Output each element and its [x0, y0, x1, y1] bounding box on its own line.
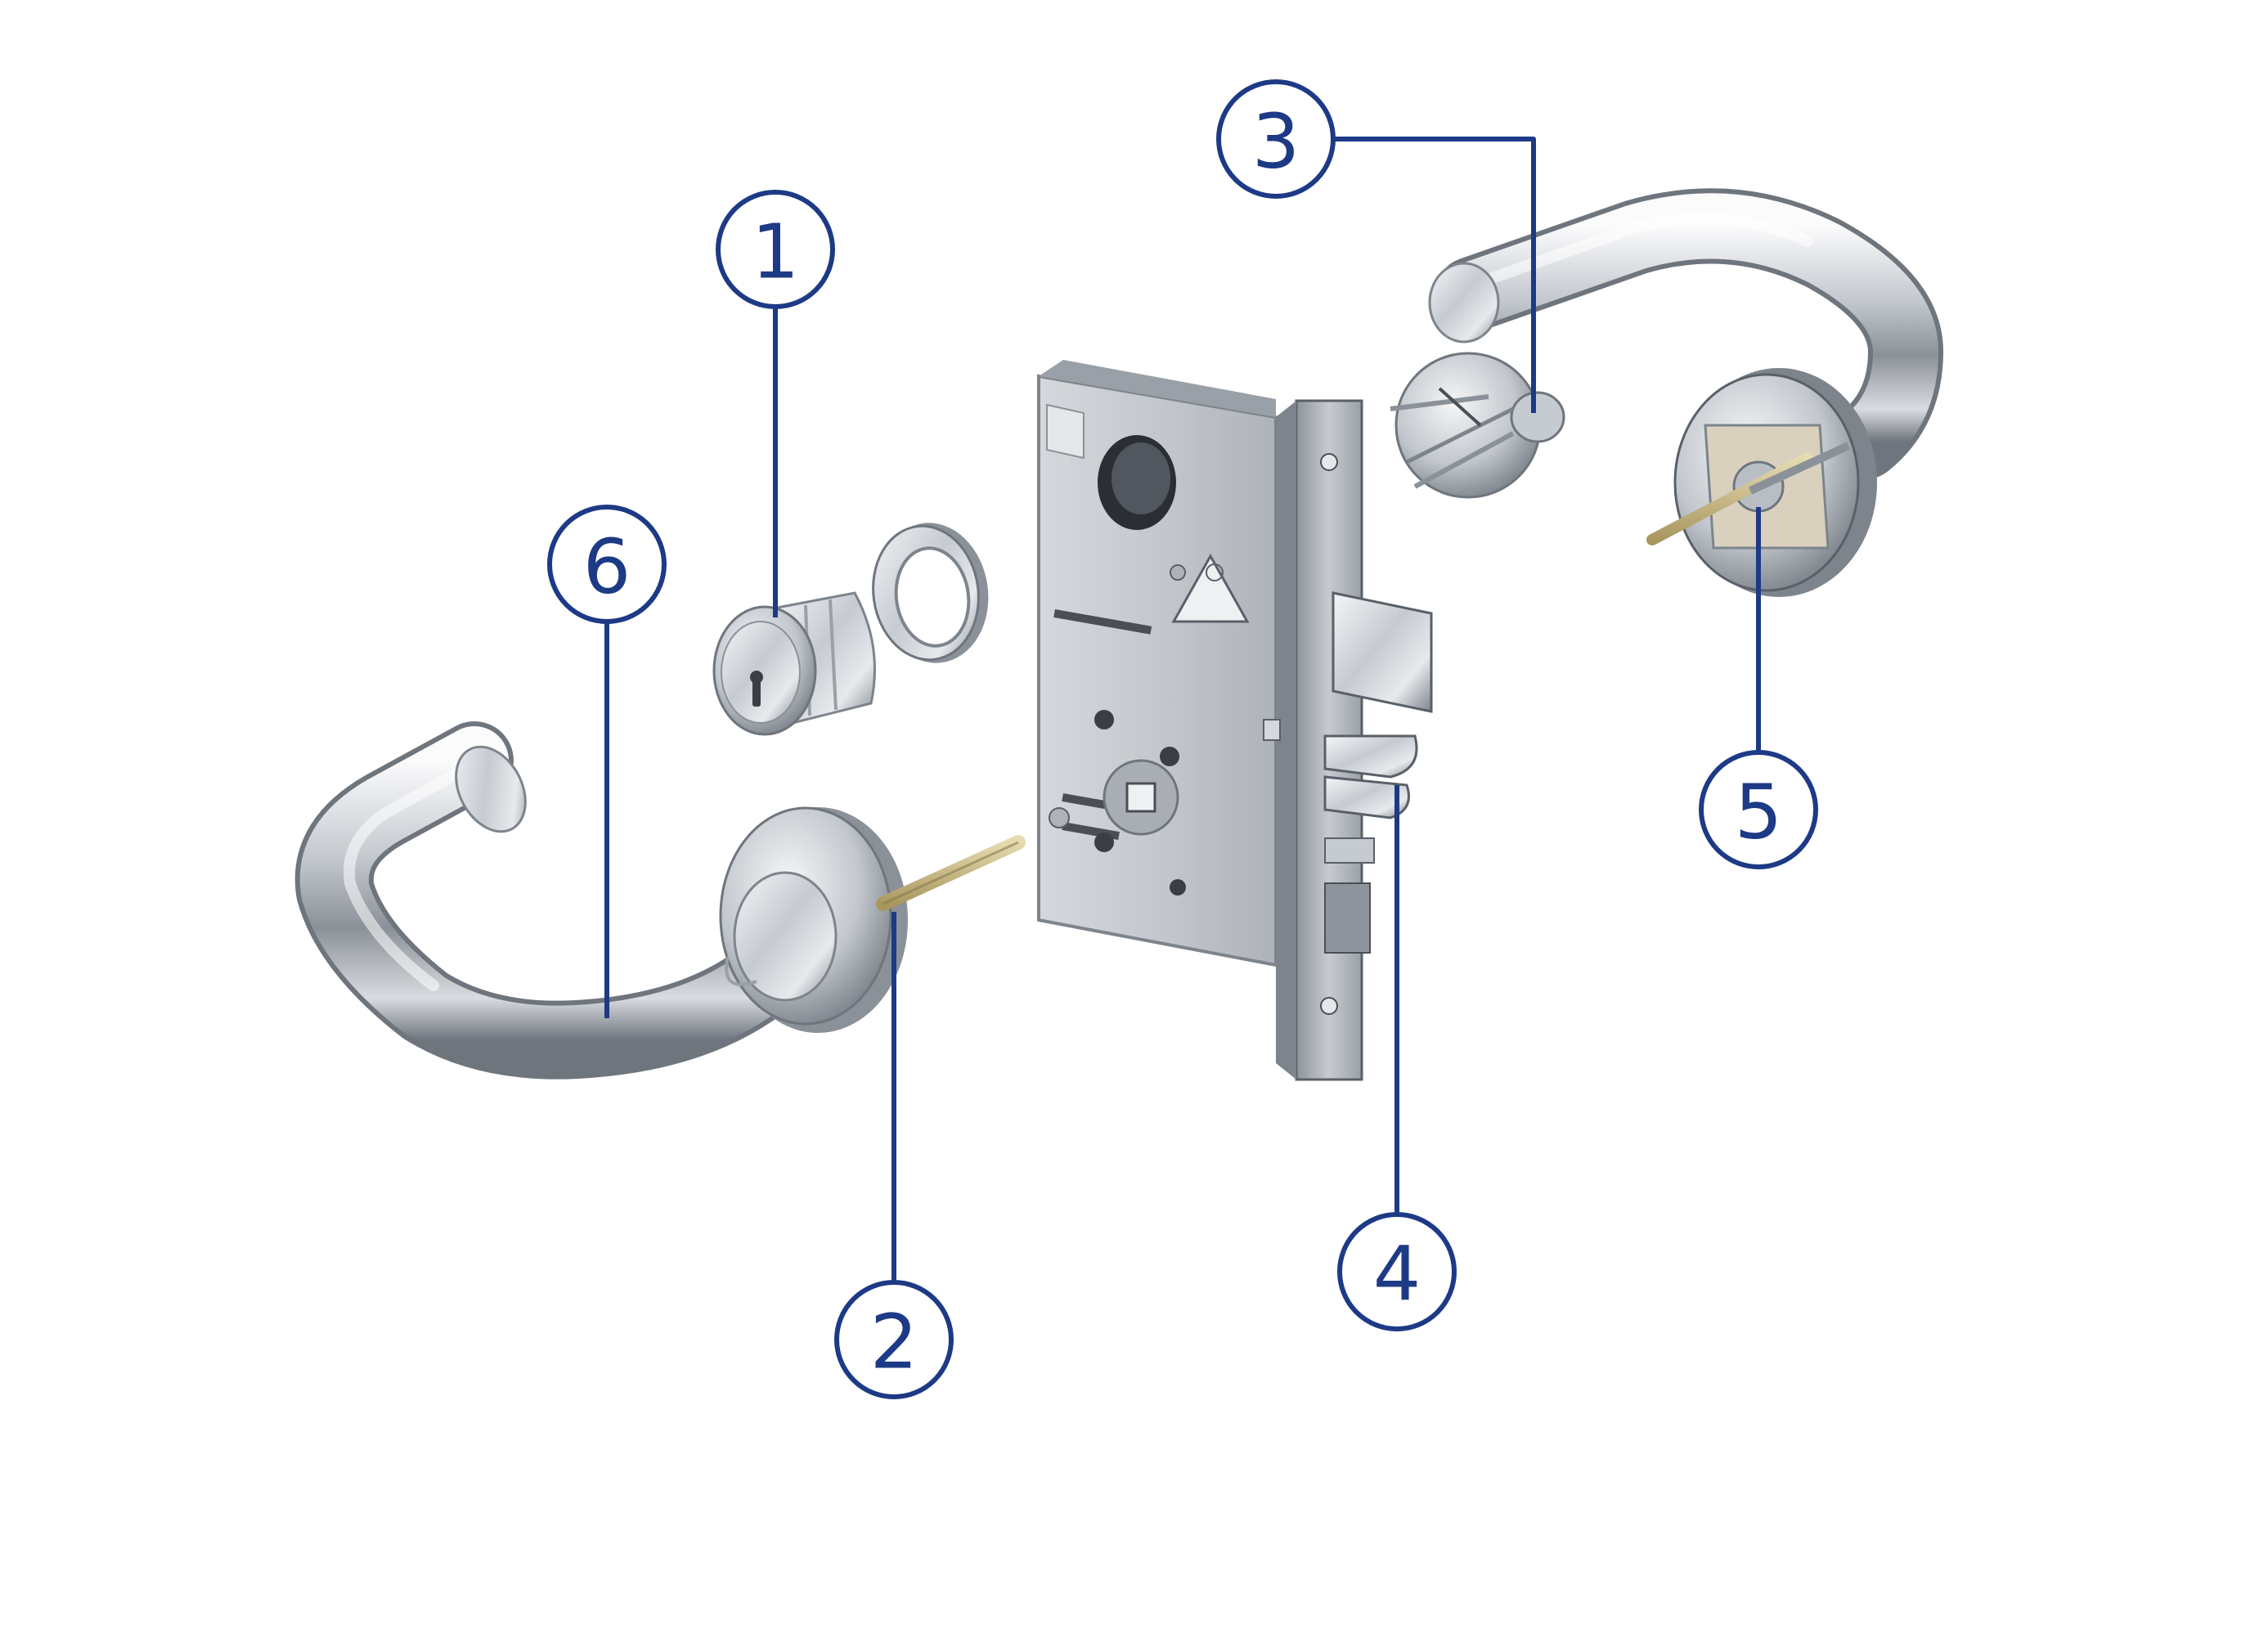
callout-6-ring	[547, 505, 667, 624]
callout-4: 4	[1337, 785, 1457, 1331]
cylinder-ring	[872, 523, 989, 663]
mortise-lock-body	[1037, 360, 1433, 1081]
callout-1-ring	[716, 190, 835, 309]
callout-3: 3	[1216, 79, 1536, 413]
inside-rose	[1646, 368, 1877, 597]
callout-6: 6	[547, 505, 667, 1018]
mounting-plate	[1390, 352, 1565, 499]
callout-6-label: 6	[583, 523, 631, 611]
callout-3-ring	[1216, 79, 1336, 199]
callouts: 1 2 3 4 5 6	[547, 79, 1818, 1399]
callout-2-ring	[834, 1280, 954, 1399]
callout-3-leader	[1325, 137, 1536, 413]
latch-bolt	[1323, 734, 1418, 819]
outside-rose	[719, 806, 1026, 1033]
callout-3-label: 3	[1252, 98, 1300, 186]
callout-5-ring	[1699, 750, 1818, 869]
callout-5-label: 5	[1735, 769, 1783, 856]
key-cylinder	[712, 591, 876, 736]
callout-1: 1	[716, 190, 835, 617]
callout-4-label: 4	[1373, 1231, 1421, 1318]
callout-1-label: 1	[752, 209, 800, 296]
callout-5: 5	[1699, 507, 1818, 869]
callout-2: 2	[834, 912, 954, 1399]
callout-2-label: 2	[870, 1299, 918, 1386]
callout-4-ring	[1337, 1212, 1457, 1331]
inside-lever-handle	[1428, 188, 1943, 479]
outside-lever-handle	[294, 721, 800, 1080]
